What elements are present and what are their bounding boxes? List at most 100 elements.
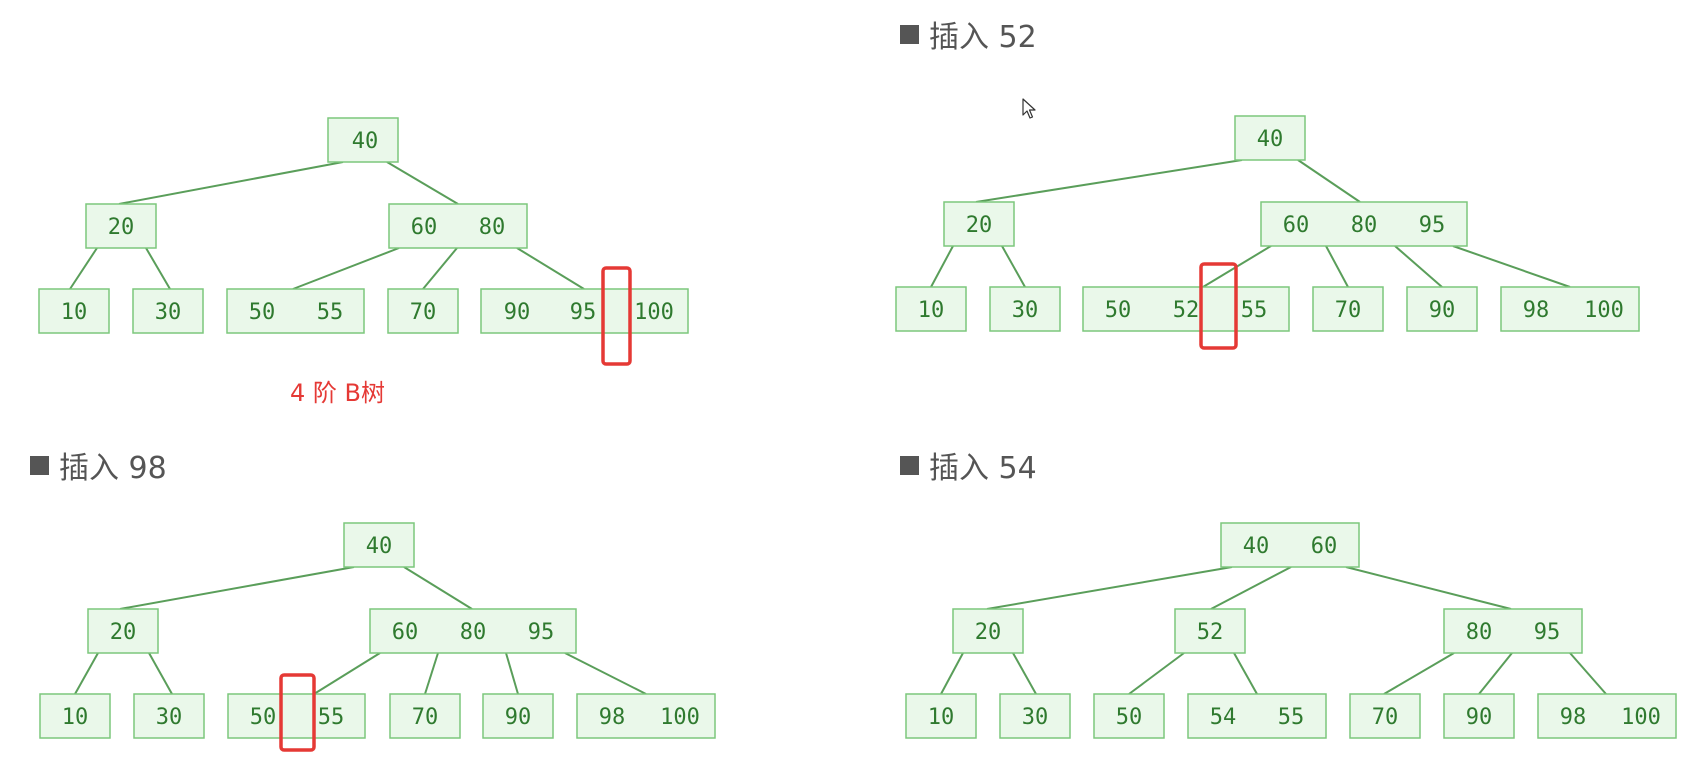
tree-edge xyxy=(148,652,173,695)
tree-edge xyxy=(516,247,585,290)
heading-insert-52: 插入 52 xyxy=(900,12,1037,56)
node-box xyxy=(327,117,399,163)
node-box xyxy=(1093,693,1165,739)
tree-node: 60 80 95 xyxy=(1260,201,1468,247)
node-box xyxy=(480,288,689,334)
node-key: 55 xyxy=(318,705,345,730)
node-key: 70 xyxy=(412,705,439,730)
node-box xyxy=(387,288,459,334)
node-key: 95 xyxy=(1534,620,1561,645)
tree-edge xyxy=(930,245,954,288)
node-key: 80 xyxy=(460,620,487,645)
tree-node: 30 xyxy=(132,288,204,334)
node-box xyxy=(1312,286,1384,332)
node-key: 20 xyxy=(108,215,135,240)
mouse-cursor-icon xyxy=(1022,98,1036,119)
node-key: 95 xyxy=(1419,213,1446,238)
tree-edge xyxy=(986,566,1233,610)
tree-edge xyxy=(145,247,171,290)
node-key: 80 xyxy=(1351,213,1378,238)
tree-edge xyxy=(1383,652,1455,695)
tree-edge xyxy=(1001,245,1026,288)
tree-edge xyxy=(1394,245,1443,288)
node-key: 98 xyxy=(1560,705,1587,730)
insert-position-highlight xyxy=(1199,262,1238,350)
tree-edge xyxy=(69,247,98,290)
node-box xyxy=(989,286,1061,332)
node-key: 95 xyxy=(570,300,597,325)
tree-node: 30 xyxy=(989,286,1061,332)
tree-node: 20 xyxy=(85,203,157,249)
tree-node: 30 xyxy=(999,693,1071,739)
tree-node: 70 xyxy=(387,288,459,334)
node-box xyxy=(87,608,159,654)
tree-node: 70 xyxy=(389,693,461,739)
node-key: 10 xyxy=(918,298,945,323)
node-box xyxy=(38,288,110,334)
heading-insert-52-text: 插入 52 xyxy=(929,20,1037,55)
node-key: 95 xyxy=(528,620,555,645)
node-key: 90 xyxy=(505,705,532,730)
insert-position-highlight xyxy=(279,673,316,752)
heading-insert-54: 插入 54 xyxy=(900,443,1037,487)
tree-node: 10 xyxy=(39,693,111,739)
node-key: 70 xyxy=(1372,705,1399,730)
node-box xyxy=(369,608,577,654)
tree-node: 70 xyxy=(1349,693,1421,739)
tree-node: 98 100 xyxy=(576,693,716,739)
node-box xyxy=(1220,522,1360,568)
node-box xyxy=(1187,693,1327,739)
tree-edge xyxy=(422,247,458,290)
tree-edge xyxy=(386,161,459,205)
heading-insert-98-text: 插入 98 xyxy=(59,451,167,486)
node-key: 60 xyxy=(1311,534,1338,559)
node-key: 90 xyxy=(1466,705,1493,730)
node-key: 60 xyxy=(1283,213,1310,238)
tree-edge xyxy=(292,247,400,290)
tree-edge xyxy=(1452,245,1571,288)
tree-node: 30 xyxy=(133,693,205,739)
tree-edge xyxy=(1478,652,1513,695)
node-box xyxy=(999,693,1071,739)
node-key: 90 xyxy=(504,300,531,325)
tree-edge xyxy=(119,566,355,610)
tree-edge xyxy=(975,159,1243,203)
node-key: 55 xyxy=(1241,298,1268,323)
tree-node: 90 xyxy=(482,693,554,739)
node-key: 50 xyxy=(250,705,277,730)
tree-edge xyxy=(1012,652,1037,695)
tree-node: 40 xyxy=(327,117,399,163)
node-box xyxy=(389,693,461,739)
tree-node: 50 55 xyxy=(227,693,366,739)
node-key: 10 xyxy=(928,705,955,730)
tree-edge xyxy=(940,652,964,695)
tree-node: 10 xyxy=(905,693,977,739)
tree-edge xyxy=(1569,652,1607,695)
tree-node: 40 xyxy=(343,522,415,568)
node-box xyxy=(226,288,365,334)
tree-edge xyxy=(1345,566,1512,610)
tree-edge xyxy=(1210,566,1292,610)
node-box xyxy=(895,286,967,332)
node-box xyxy=(1443,693,1515,739)
node-box xyxy=(1174,608,1246,654)
node-key: 50 xyxy=(1105,298,1132,323)
heading-insert-98: 插入 98 xyxy=(30,443,167,487)
tree-node: 10 xyxy=(895,286,967,332)
node-key: 100 xyxy=(660,705,700,730)
node-key: 20 xyxy=(110,620,137,645)
node-key: 98 xyxy=(599,705,626,730)
tree-edge xyxy=(403,566,473,610)
node-key: 20 xyxy=(975,620,1002,645)
tree-node: 20 xyxy=(943,201,1015,247)
node-box xyxy=(85,203,157,249)
